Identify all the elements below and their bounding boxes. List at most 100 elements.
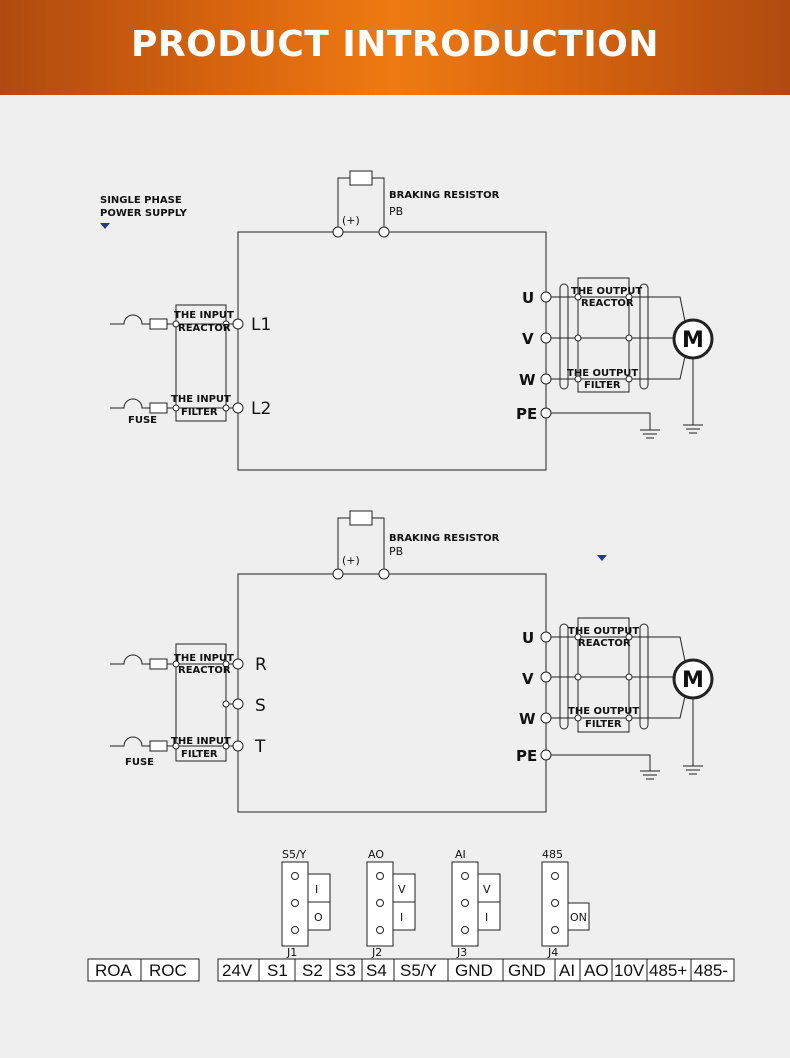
terminal-u <box>540 291 552 303</box>
terminal-cell: S4 <box>366 961 387 980</box>
terminal-cell: GND <box>455 961 493 980</box>
jumper-j1-top: S5/Y <box>282 848 307 861</box>
ground-icon-motor <box>683 698 703 775</box>
output-reactor-label-1: THE OUTPUT <box>568 626 639 637</box>
terminal-cell: 10V <box>614 961 645 980</box>
terminal-w <box>540 712 552 724</box>
terminal-cell: GND <box>508 961 546 980</box>
input-label-t: T <box>254 737 266 757</box>
top-diagram: SINGLE PHASE POWER SUPPLY BRAKING RESIST… <box>100 170 714 471</box>
supply-label-1: SINGLE PHASE <box>100 195 182 206</box>
header-banner: PRODUCT INTRODUCTION <box>0 0 790 95</box>
output-label-pe: PE <box>516 405 537 423</box>
jumper-j2-opt-1: V <box>398 883 406 896</box>
motor-label: M <box>682 668 704 693</box>
bottom-diagram: BRAKING RESISTOR (+) PB THE INPUT REACTO… <box>110 510 714 813</box>
terminal-u <box>540 631 552 643</box>
input-reactor-label-1: THE INPUT <box>174 310 234 321</box>
brake-wire <box>337 517 385 574</box>
fuse-line-2 <box>110 736 150 747</box>
output-label-v: V <box>522 330 534 348</box>
supply-label-2: POWER SUPPLY <box>100 208 188 219</box>
output-label-pe: PE <box>516 747 537 765</box>
terminal-cell: 485- <box>694 961 728 980</box>
jumper-j2: AO V I J2 <box>366 848 416 959</box>
terminal-pb <box>378 226 390 238</box>
terminal-pe <box>540 749 552 761</box>
terminal-l1 <box>232 318 244 330</box>
jumper-j3-opt-2: I <box>485 911 488 924</box>
jumper-j4-opt-1: ON <box>570 911 587 924</box>
jumper-j1-bottom: J1 <box>286 946 297 959</box>
terminal-v <box>540 671 552 683</box>
pb-label: PB <box>389 545 403 558</box>
jumper-j2-top: AO <box>368 848 384 861</box>
braking-resistor-icon <box>349 170 373 186</box>
terminal-strip-left: ROA ROC <box>87 958 200 982</box>
terminal-cell: S3 <box>335 961 356 980</box>
output-label-u: U <box>522 289 534 307</box>
jumper-j2-bottom: J2 <box>371 946 382 959</box>
plus-label: (+) <box>342 214 360 227</box>
ground-icon-pe <box>551 412 660 439</box>
down-arrow-icon <box>597 555 607 561</box>
wiring-diagram: SINGLE PHASE POWER SUPPLY BRAKING RESIST… <box>87 170 735 982</box>
braking-resistor-icon <box>349 510 373 526</box>
input-label-l1: L1 <box>251 315 271 335</box>
fuse-icon-1 <box>149 318 168 330</box>
terminal-w <box>540 373 552 385</box>
input-filter-label-1: THE INPUT <box>171 394 231 405</box>
braking-resistor-label: BRAKING RESISTOR <box>389 190 500 201</box>
jumper-j3-opt-1: V <box>483 883 491 896</box>
terminal-plus <box>332 226 344 238</box>
ground-icon-pe <box>551 754 660 780</box>
output-filter-label-2: FILTER <box>584 380 621 391</box>
jumpers: S5/Y I O J1 AO V I J2 AI V <box>281 848 590 959</box>
fuse-label: FUSE <box>128 415 157 426</box>
terminal-cell: S1 <box>267 961 288 980</box>
output-label-w: W <box>519 710 536 728</box>
brake-wire <box>337 177 385 232</box>
motor-label: M <box>682 328 704 353</box>
output-reactor-label-2: REACTOR <box>581 298 634 309</box>
input-label-l2: L2 <box>251 399 271 419</box>
terminal-plus <box>332 568 344 580</box>
input-filter-label-2: FILTER <box>181 749 218 760</box>
terminal-r <box>232 658 244 670</box>
output-filter-label-2: FILTER <box>585 719 622 730</box>
terminal-l2 <box>232 402 244 414</box>
terminal-cell: AI <box>559 961 575 980</box>
fuse-icon-1 <box>149 658 168 670</box>
fuse-line-2 <box>110 398 150 409</box>
terminal-pb <box>378 568 390 580</box>
plus-label: (+) <box>342 554 360 567</box>
fuse-line-1 <box>110 654 150 665</box>
jumper-j1-opt-2: O <box>314 911 323 924</box>
jumper-j1-opt-1: I <box>315 883 318 896</box>
output-filter-label-1: THE OUTPUT <box>568 706 639 717</box>
fuse-label: FUSE <box>125 757 154 768</box>
terminal-pe <box>540 407 552 419</box>
terminal-cell: AO <box>584 961 609 980</box>
jumper-j4: 485 ON J4 <box>541 848 590 959</box>
output-label-u: U <box>522 629 534 647</box>
input-filter-label-2: FILTER <box>181 407 218 418</box>
braking-resistor-label: BRAKING RESISTOR <box>389 533 500 544</box>
terminal-v <box>540 332 552 344</box>
input-label-s: S <box>255 696 266 716</box>
output-filter-label-1: THE OUTPUT <box>567 368 638 379</box>
terminal-cell: 485+ <box>649 961 687 980</box>
down-arrow-icon <box>100 223 110 229</box>
terminal-s <box>232 698 244 710</box>
terminal-strip-right: 24V S1 S2 S3 S4 S5/Y GND GND AI AO 10V 4… <box>217 958 735 982</box>
output-reactor-label-1: THE OUTPUT <box>571 286 642 297</box>
jumper-j2-opt-2: I <box>400 911 403 924</box>
terminal-cell: S5/Y <box>400 961 437 980</box>
drive-box <box>237 573 547 813</box>
pb-label: PB <box>389 205 403 218</box>
input-label-r: R <box>255 655 267 675</box>
fuse-line-1 <box>110 314 150 325</box>
fuse-icon-2 <box>149 740 168 752</box>
input-reactor-label-2: REACTOR <box>178 665 231 676</box>
jumper-j1: S5/Y I O J1 <box>281 848 331 959</box>
